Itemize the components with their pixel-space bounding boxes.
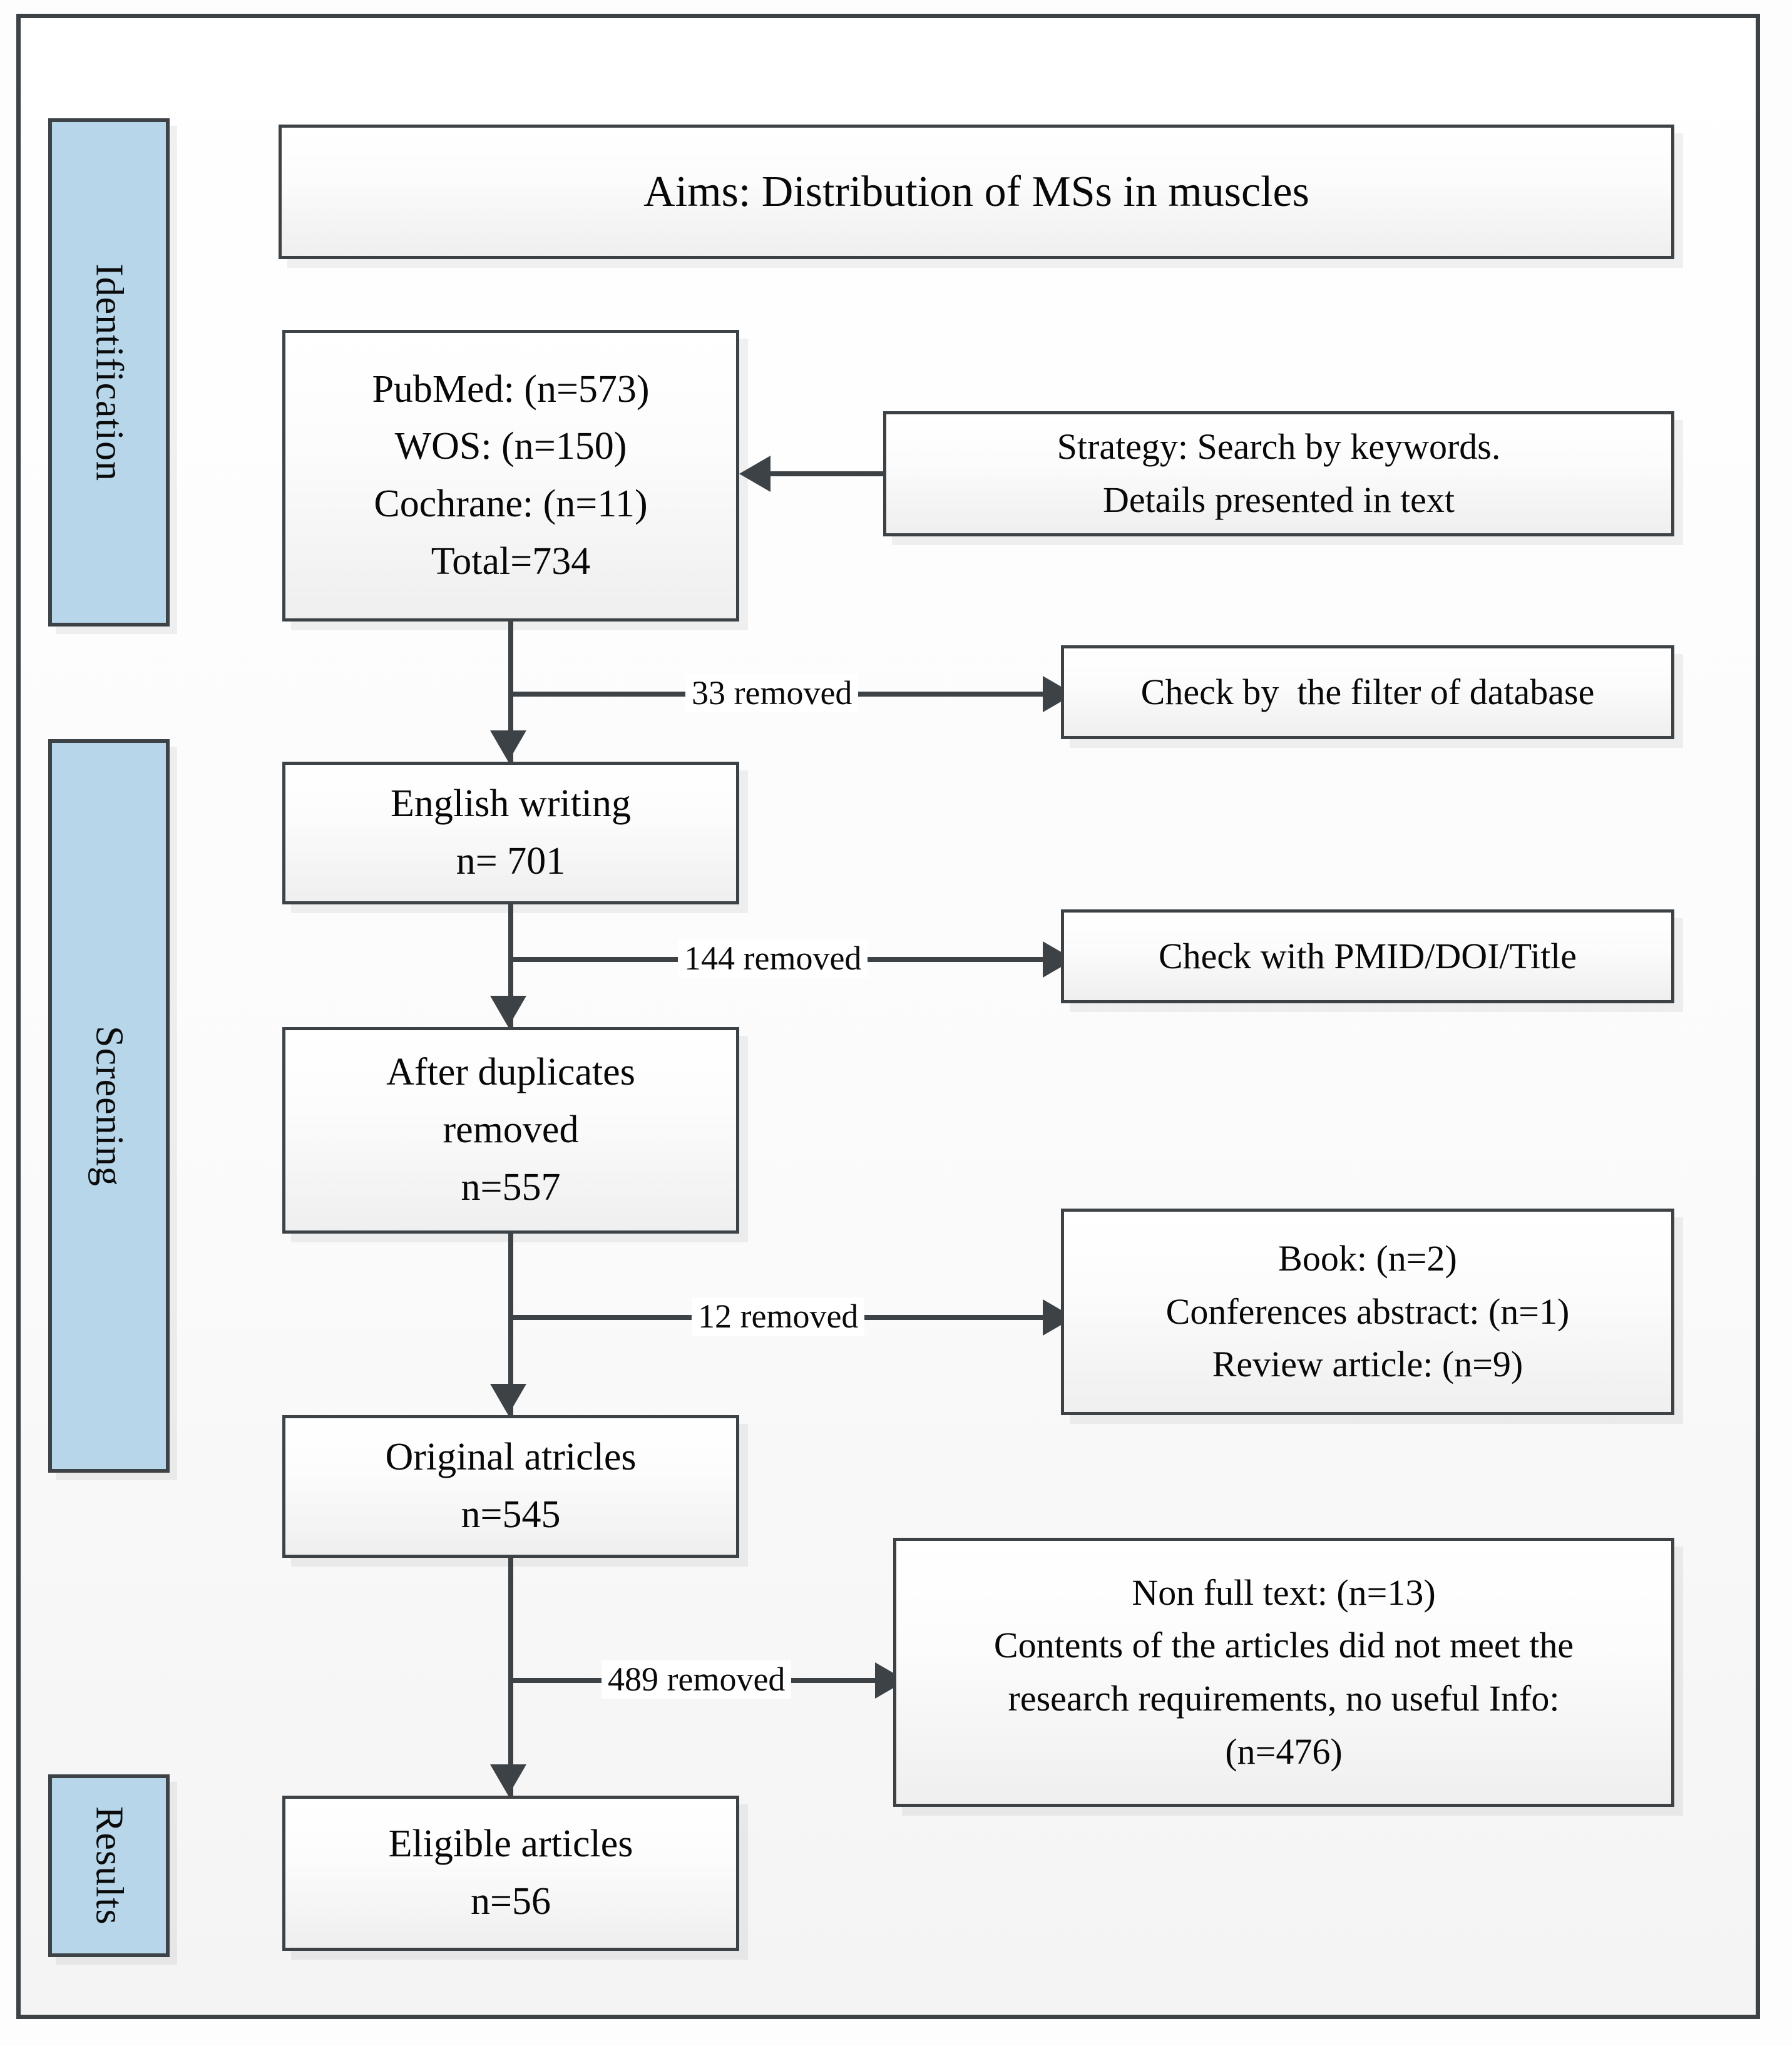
box-pmid-check: Check with PMID/DOI/Title — [1061, 909, 1674, 1003]
box-filter-check-line-1: Check by the filter of database — [1140, 671, 1595, 712]
box-after-duplicates: After duplicates removed n=557 — [282, 1027, 739, 1234]
box-excluded-content-line-1: Non full text: (n=13) — [1132, 1572, 1436, 1613]
edge-label-33-removed: 33 removed — [685, 674, 859, 712]
arrow-original-to-eligible — [490, 1764, 526, 1796]
arrow-english-to-duplicates — [490, 996, 526, 1027]
figure-frame: Identification Screening Results Aims: D… — [16, 14, 1760, 2019]
stage-bar-identification: Identification — [48, 118, 170, 627]
box-eligible-line-1: Eligible articles — [388, 1823, 633, 1866]
box-strategy-line-2: Details presented in text — [1102, 479, 1455, 520]
box-aims-line-1: Aims: Distribution of MSs in muscles — [643, 168, 1309, 216]
box-english-line-2: n= 701 — [456, 840, 566, 882]
edge-label-144-removed: 144 removed — [678, 939, 868, 978]
stage-label-results: Results — [88, 1806, 131, 1925]
box-excluded-types-line-3: Review article: (n=9) — [1212, 1344, 1523, 1385]
connector-english-to-duplicates — [508, 904, 513, 1027]
edge-label-12-removed: 12 removed — [692, 1297, 865, 1336]
box-duplicates-line-3: n=557 — [461, 1165, 561, 1209]
box-excluded-types: Book: (n=2) Conferences abstract: (n=1) … — [1061, 1209, 1674, 1415]
arrow-sources-to-english — [490, 730, 526, 762]
connector-original-to-eligible — [508, 1558, 513, 1796]
stage-label-identification: Identification — [88, 263, 131, 481]
box-strategy: Strategy: Search by keywords. Details pr… — [883, 411, 1674, 536]
box-original-line-2: n=545 — [461, 1493, 561, 1536]
box-sources-line-3: Cochrane: (n=11) — [374, 483, 648, 525]
arrow-strategy-to-sources — [739, 456, 771, 492]
box-aims: Aims: Distribution of MSs in muscles — [279, 125, 1674, 259]
arrow-duplicates-to-original — [490, 1384, 526, 1415]
stage-label-screening: Screening — [88, 1025, 131, 1187]
box-excluded-types-line-2: Conferences abstract: (n=1) — [1165, 1291, 1570, 1332]
box-sources-line-2: WOS: (n=150) — [394, 425, 627, 468]
box-filter-check: Check by the filter of database — [1061, 645, 1674, 739]
box-excluded-content: Non full text: (n=13) Contents of the ar… — [893, 1538, 1674, 1807]
box-eligible-articles: Eligible articles n=56 — [282, 1796, 739, 1951]
stage-bar-screening: Screening — [48, 739, 170, 1473]
edge-label-489-removed: 489 removed — [602, 1660, 792, 1699]
box-duplicates-line-1: After duplicates — [386, 1051, 635, 1094]
box-eligible-line-2: n=56 — [471, 1880, 551, 1923]
box-pmid-check-line-1: Check with PMID/DOI/Title — [1158, 935, 1577, 976]
box-excluded-types-line-1: Book: (n=2) — [1278, 1237, 1457, 1279]
box-excluded-content-line-4: (n=476) — [1225, 1731, 1343, 1772]
box-duplicates-line-2: removed — [443, 1108, 579, 1152]
box-sources-line-1: PubMed: (n=573) — [372, 367, 650, 411]
box-excluded-content-line-3: research requirements, no useful Info: — [1008, 1678, 1560, 1719]
box-sources-line-4: Total=734 — [431, 540, 591, 583]
box-sources: PubMed: (n=573) WOS: (n=150) Cochrane: (… — [282, 330, 739, 621]
box-original-line-1: Original atricles — [385, 1436, 637, 1479]
stage-bar-results: Results — [48, 1774, 170, 1957]
box-strategy-line-1: Strategy: Search by keywords. — [1057, 426, 1501, 468]
box-english-writing: English writing n= 701 — [282, 762, 739, 904]
box-english-line-1: English writing — [390, 782, 632, 826]
connector-duplicates-to-original — [508, 1234, 513, 1415]
connector-strategy-to-sources — [771, 471, 884, 476]
box-excluded-content-line-2: Contents of the articles did not meet th… — [993, 1625, 1574, 1666]
box-original-articles: Original atricles n=545 — [282, 1415, 739, 1558]
